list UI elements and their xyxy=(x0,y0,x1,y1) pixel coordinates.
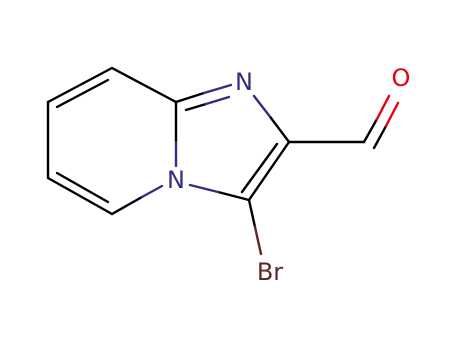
bond-c2-c3 xyxy=(247,140,291,202)
bond-c8-c7 xyxy=(46,66,114,104)
bond-c8-c8a xyxy=(110,66,178,104)
bond-c3-br xyxy=(247,198,257,229)
bond-cho-o xyxy=(362,117,379,144)
bond-c6-c5-inner xyxy=(55,171,110,204)
bond-cho-o-red xyxy=(375,94,391,121)
bond-c3-br-br xyxy=(253,225,263,256)
atom-o-label: O xyxy=(392,64,411,92)
pyridine-ring xyxy=(46,66,178,216)
atom-br-label: Br xyxy=(257,258,283,286)
bond-cho-o-inner-red xyxy=(384,101,400,128)
atom-n1-label: N xyxy=(235,68,253,96)
bond-c8a-n1 xyxy=(174,91,206,104)
bond-c3-n4 xyxy=(216,190,251,202)
bond-c6-c5 xyxy=(46,176,114,216)
bond-n1-c2-c xyxy=(269,116,291,144)
bond-cho-o-inner xyxy=(372,124,388,150)
imidazole-ring xyxy=(174,83,291,202)
bond-c8a-n1-inner xyxy=(184,102,208,112)
bond-c8a-n1-n xyxy=(202,83,233,95)
bond-c8a-n1-inner-n xyxy=(204,95,231,106)
bond-c5-n4-n xyxy=(140,184,164,199)
bond-c5-n4 xyxy=(110,195,144,216)
atom-n4-label: N xyxy=(167,166,185,194)
bond-n1-c2 xyxy=(252,94,273,120)
substituents xyxy=(247,94,400,256)
bond-c3-n4-n xyxy=(188,183,220,194)
bond-c2-c3-inner xyxy=(240,142,279,194)
bond-c8-c7-inner xyxy=(55,78,110,109)
